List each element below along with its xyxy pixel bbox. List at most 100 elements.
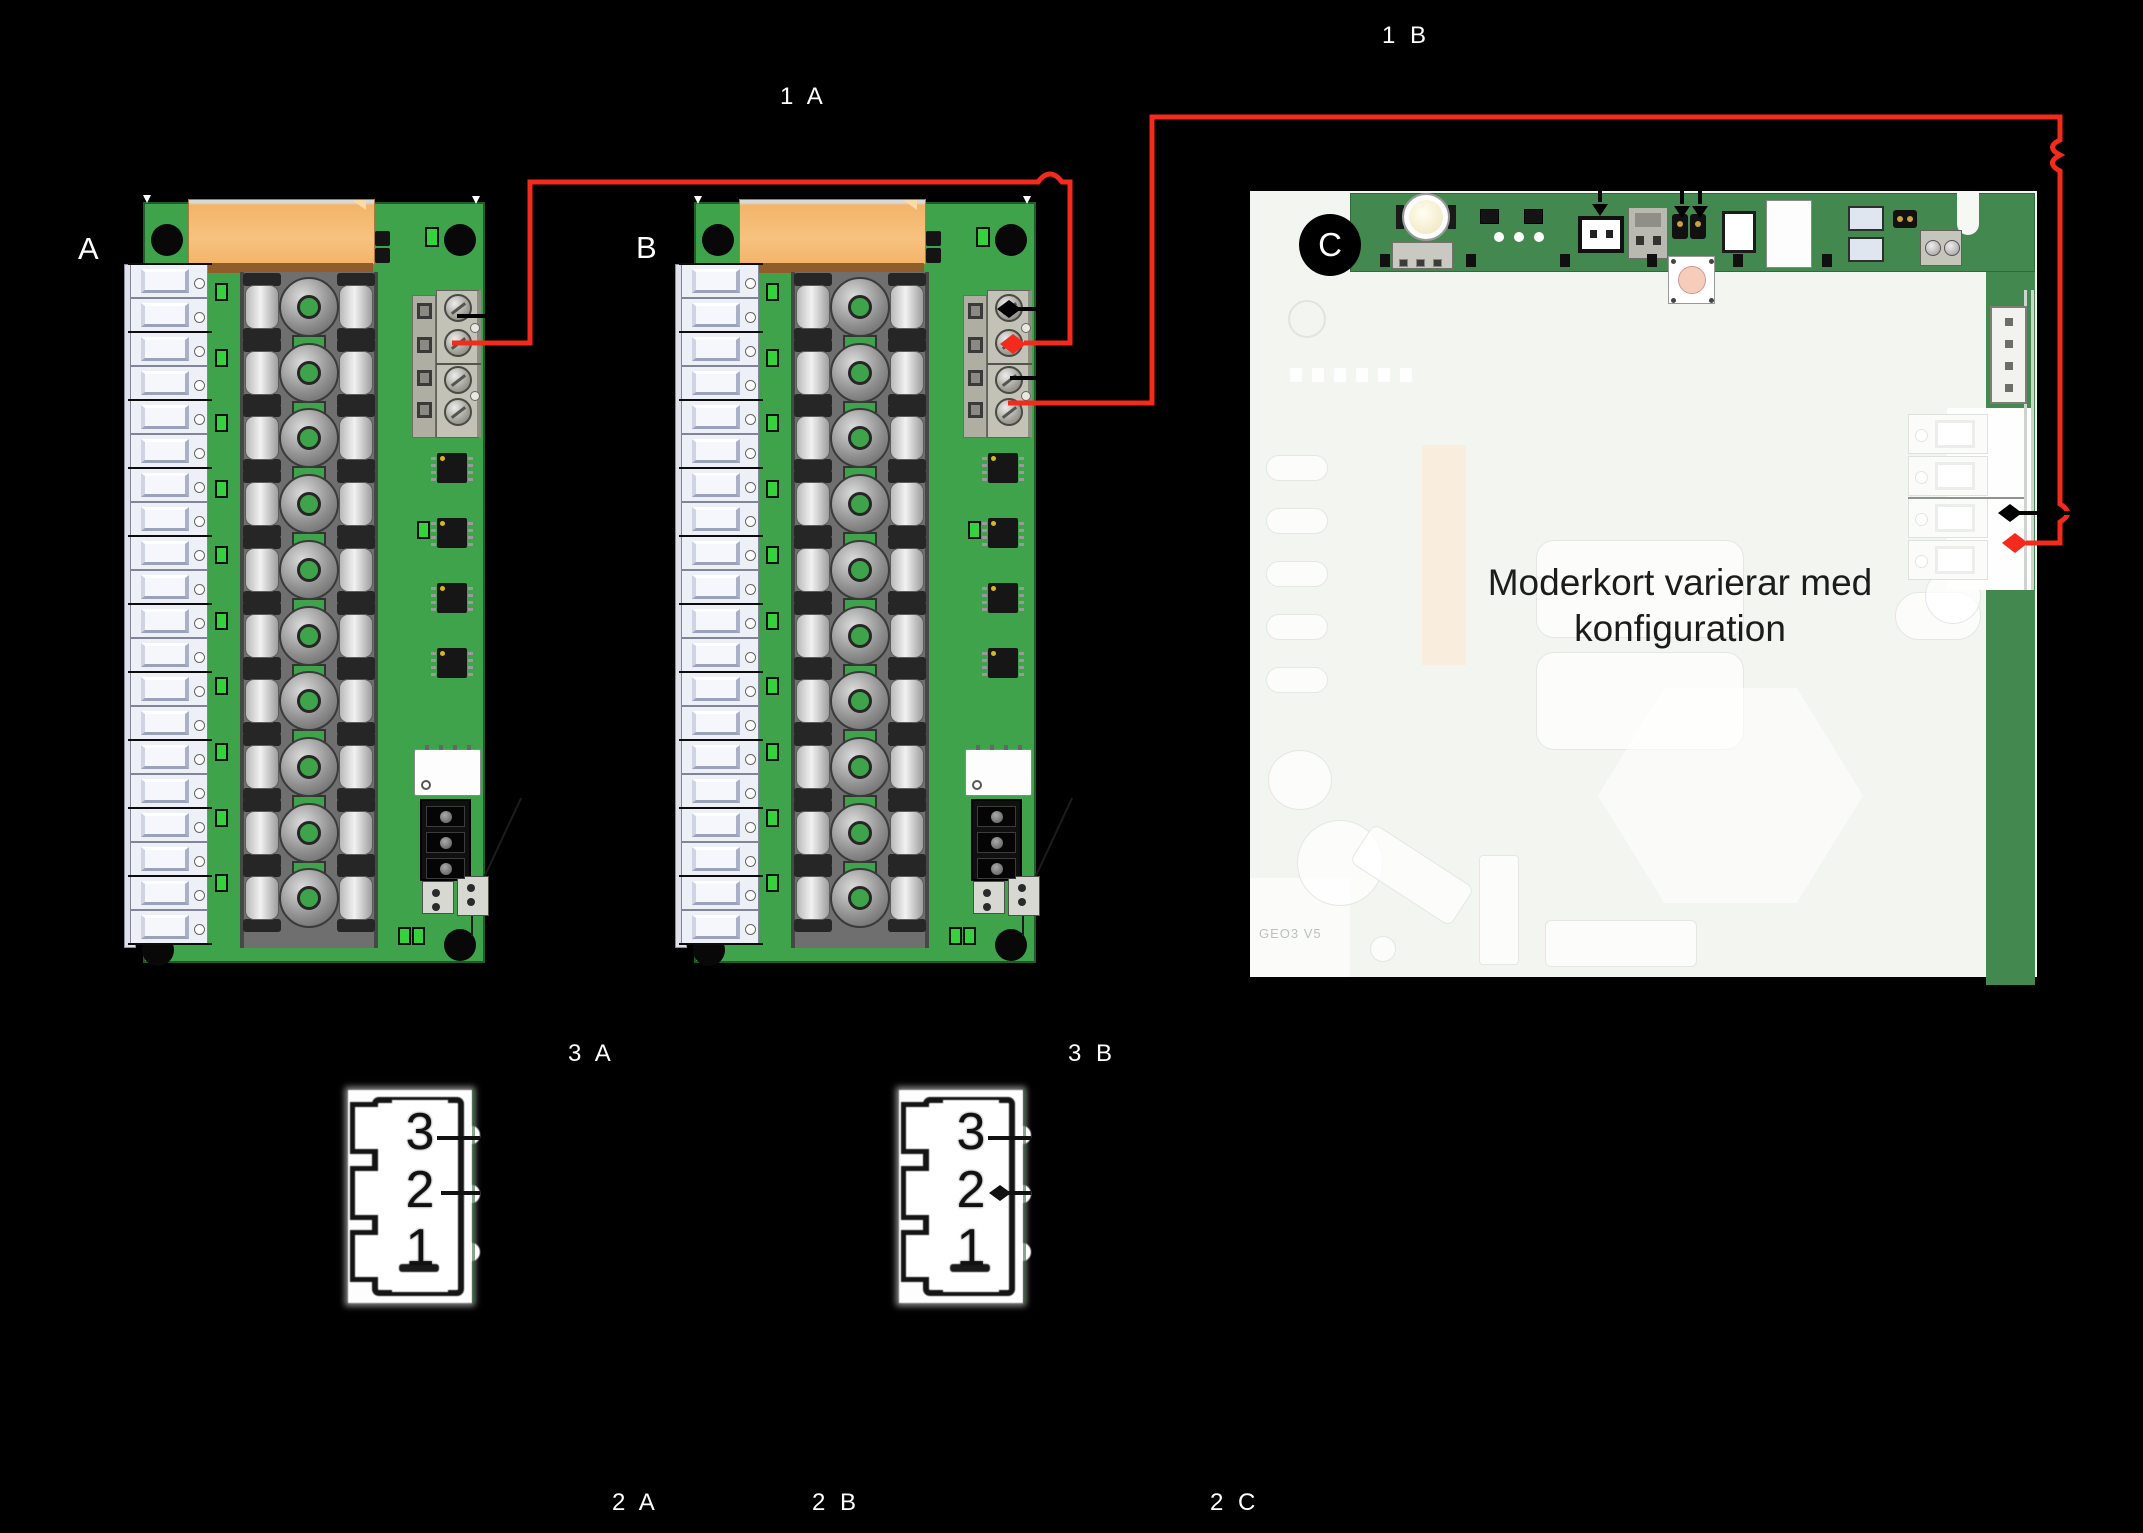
led-icon bbox=[215, 611, 228, 630]
fuse-washer-hole bbox=[848, 426, 872, 451]
conn-tab bbox=[901, 1102, 929, 1154]
faded-pad bbox=[1334, 368, 1346, 382]
aux-component bbox=[414, 745, 481, 796]
fuse-washer-icon bbox=[279, 671, 339, 732]
smd-pad-icon bbox=[1822, 254, 1832, 267]
screw-tab-inner bbox=[971, 373, 980, 383]
fuse-clip-icon bbox=[888, 459, 926, 473]
conn-tab bbox=[901, 1166, 929, 1220]
terminal-cell-well bbox=[141, 269, 189, 293]
screw-tab-hole bbox=[417, 303, 432, 319]
fuse-body bbox=[796, 613, 830, 658]
fuse-body bbox=[245, 350, 279, 395]
jumper-icon bbox=[1893, 210, 1917, 228]
faded-component bbox=[1479, 855, 1519, 965]
soic-pin bbox=[431, 608, 436, 611]
connector-2pin bbox=[1578, 216, 1624, 253]
terminal-cell bbox=[681, 604, 759, 638]
jumper-icon bbox=[926, 231, 941, 246]
soic-pin bbox=[982, 529, 987, 532]
test-pad-icon bbox=[1494, 232, 1504, 242]
edge-terminal-screw-icon bbox=[1915, 513, 1928, 526]
fuse-body bbox=[890, 744, 924, 789]
terminal-screw-icon bbox=[194, 346, 205, 357]
faded-component bbox=[1536, 540, 1744, 638]
screw-terminal-divider bbox=[987, 363, 1032, 365]
soic-pin bbox=[468, 543, 473, 546]
mini-terminal bbox=[422, 881, 454, 914]
screw-icon bbox=[444, 398, 472, 426]
edge-terminal-screw-icon bbox=[1915, 471, 1928, 484]
terminal-cell-well bbox=[692, 507, 740, 531]
terminal-cell bbox=[681, 536, 759, 570]
terminal-screw-icon bbox=[194, 890, 205, 901]
terminal-cell bbox=[681, 774, 759, 808]
fuse-body bbox=[890, 679, 924, 724]
conn3a-pin-label: 3 bbox=[405, 1103, 435, 1161]
soic-pin bbox=[431, 478, 436, 481]
fuse-washer-hole bbox=[297, 360, 321, 385]
terminal-cell bbox=[681, 638, 759, 672]
fuse-clip-icon bbox=[243, 656, 281, 670]
edge-connector-pin bbox=[2005, 362, 2013, 370]
soic-pin bbox=[468, 659, 473, 662]
fuse-body bbox=[339, 416, 373, 461]
terminal-screw-icon bbox=[194, 516, 205, 527]
terminal-screw-icon bbox=[745, 278, 756, 289]
terminal-cell bbox=[130, 366, 208, 400]
fuse-washer-icon bbox=[830, 605, 890, 666]
mount-hole bbox=[702, 224, 734, 256]
faded-pad bbox=[1312, 368, 1324, 382]
push-button-corner bbox=[1671, 259, 1676, 264]
terminal-cell-well bbox=[141, 711, 189, 735]
mini-terminal-dot bbox=[432, 903, 440, 911]
fuse-clip-icon bbox=[337, 864, 375, 878]
fuse-washer-hole bbox=[848, 360, 872, 385]
terminal-cell bbox=[130, 468, 208, 502]
terminal-cell-well bbox=[692, 881, 740, 905]
led-icon bbox=[215, 283, 228, 301]
screw-tab-inner bbox=[420, 373, 429, 383]
fuse-washer-hole bbox=[848, 492, 872, 517]
soic-pin bbox=[468, 587, 473, 590]
mount-hole bbox=[995, 224, 1027, 256]
fuse-clip-icon bbox=[794, 798, 832, 812]
jumper-contact bbox=[1677, 221, 1683, 227]
fuse-clip-icon bbox=[337, 459, 375, 473]
terminal-screw-icon bbox=[194, 618, 205, 629]
fuse-washer-icon bbox=[279, 408, 339, 469]
fuse-clip-icon bbox=[794, 393, 832, 407]
terminal-group-divider bbox=[679, 807, 763, 809]
soic-pin bbox=[1019, 529, 1024, 532]
screw-slot bbox=[450, 374, 467, 387]
terminal-cell-well bbox=[141, 405, 189, 429]
terminal-screw-icon bbox=[745, 720, 756, 731]
jumper-contact bbox=[1897, 216, 1903, 222]
triport-port bbox=[426, 806, 465, 827]
faded-component bbox=[1266, 667, 1328, 693]
screw-tab-inner bbox=[420, 340, 429, 350]
fuse-washer-icon bbox=[830, 736, 890, 797]
screw-tab-inner bbox=[971, 405, 980, 415]
terminal-cell-well bbox=[692, 847, 740, 871]
triport-port bbox=[977, 832, 1016, 853]
terminal-cell bbox=[130, 536, 208, 570]
led-icon bbox=[215, 545, 228, 564]
header-pin bbox=[1433, 259, 1442, 267]
fuse-body bbox=[339, 876, 373, 921]
fuse-clip-icon bbox=[243, 273, 281, 286]
relay-block bbox=[188, 199, 375, 265]
fuse-body bbox=[245, 876, 279, 921]
label-ref-2a: 2 A bbox=[612, 1489, 659, 1516]
led-icon bbox=[766, 742, 779, 761]
aux-pin bbox=[453, 745, 457, 750]
fuse-body bbox=[890, 350, 924, 395]
fuse-clip-icon bbox=[794, 667, 832, 681]
screw-slot bbox=[1001, 374, 1018, 387]
terminal-screw-icon bbox=[745, 414, 756, 425]
terminal-cell bbox=[130, 570, 208, 604]
terminal-screw-icon bbox=[745, 822, 756, 833]
fuse-washer-icon bbox=[830, 277, 890, 337]
terminal-cell-well bbox=[141, 337, 189, 361]
header-pin bbox=[1399, 259, 1408, 267]
